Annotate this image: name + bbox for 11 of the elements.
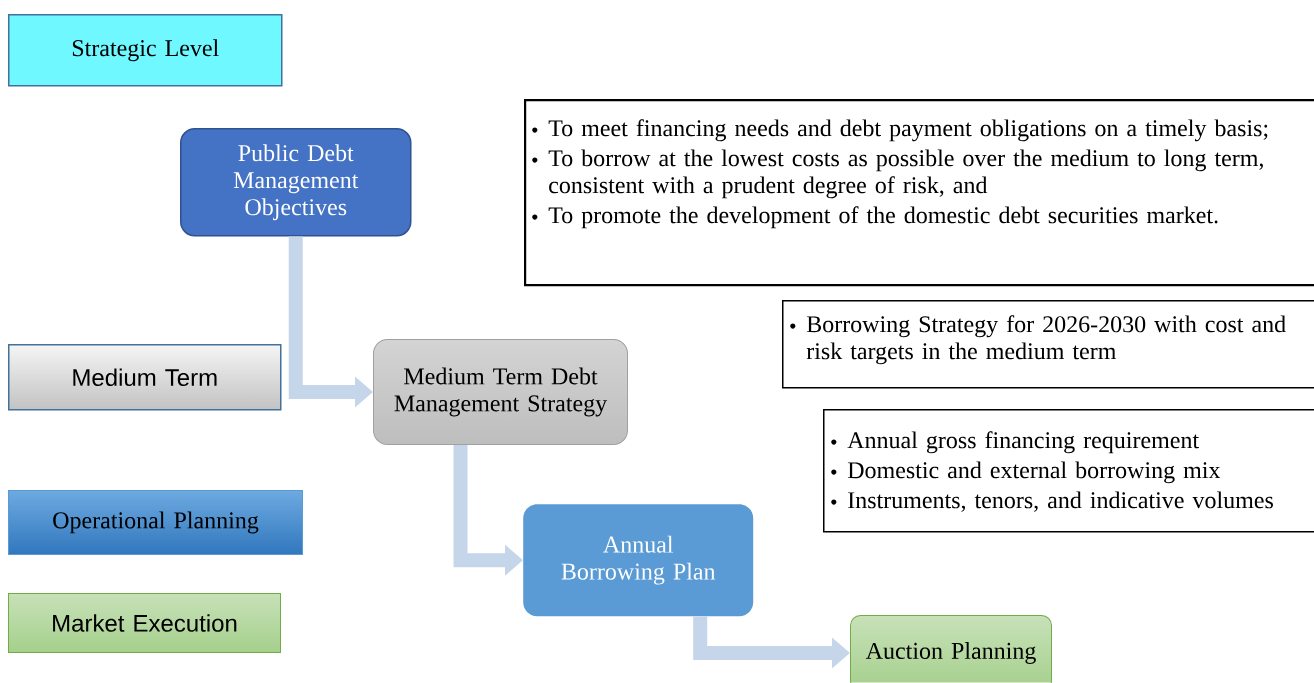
process-box: Annual Borrowing Plan	[523, 504, 754, 617]
bullet-list-box: Annual gross financing requirement Domestic and external borrowing mix Instruments, tenors, and indicative volumes	[823, 409, 1314, 533]
level-label-box: Market Execution	[8, 593, 281, 653]
process-box: Medium Term Debt Management Strategy	[373, 339, 628, 445]
process-box: Auction Planning	[850, 615, 1052, 683]
bullet-list-box: Borrowing Strategy for 2026-2030 with cost and risk targets in the medium term	[782, 300, 1314, 389]
level-label-box: Strategic Level	[8, 14, 283, 87]
bullet-list-box: To meet financing needs and debt payment obligations on a timely basis; To borrow at the lowest costs as possible over the medium to long term, consistent with a prudent degree of risk, and To promote the development of the domestic debt securities market.	[524, 99, 1314, 287]
level-label-box: Medium Term	[8, 344, 282, 411]
process-box: Public Debt Management Objectives	[180, 128, 412, 237]
level-label-box: Operational Planning	[8, 490, 303, 555]
